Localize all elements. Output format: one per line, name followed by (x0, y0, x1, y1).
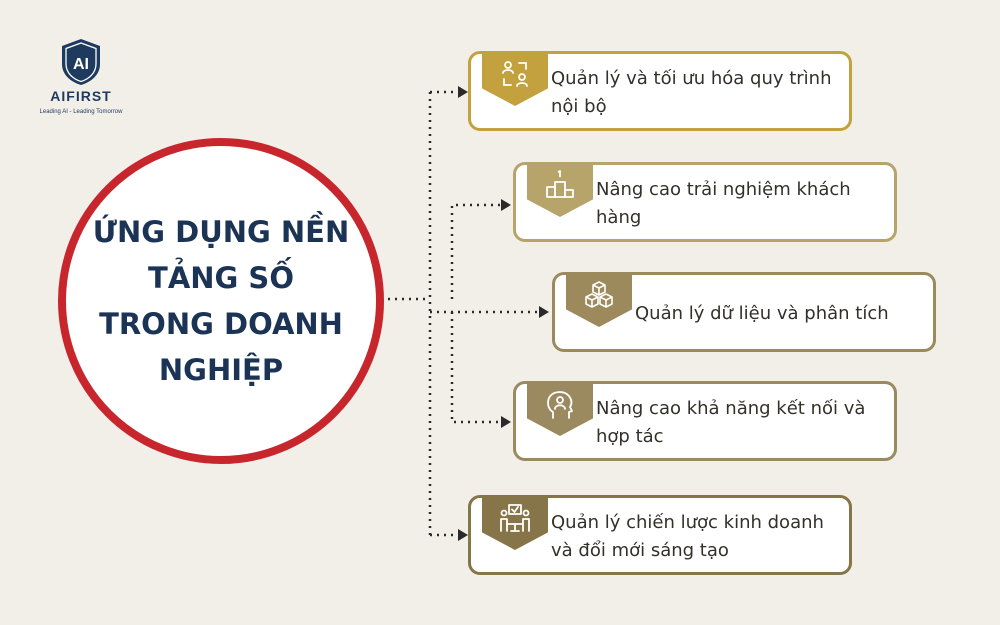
item-label-4: Nâng cao khả năng kết nối và hợp tác (596, 398, 866, 447)
process-people-icon (502, 61, 528, 87)
item-badge-2 (527, 162, 593, 217)
item-label-2: Nâng cao trải nghiệm khách hàng (596, 179, 851, 228)
podium-icon (546, 170, 574, 198)
item-card-2: Nâng cao trải nghiệm khách hàng (513, 162, 897, 242)
logo-name: AIFIRST (50, 88, 112, 104)
logo-mark: AI (73, 56, 89, 73)
item-card-3: Quản lý dữ liệu và phân tích (552, 272, 936, 352)
item-label-1: Quản lý và tối ưu hóa quy trình nội bộ (551, 68, 832, 117)
center-title: ỨNG DỤNG NỀN TẢNG SỐ TRONG DOANH NGHIỆP (92, 215, 350, 387)
item-label-5: Quản lý chiến lược kinh doanh và đổi mới… (551, 512, 824, 561)
item-badge-4 (527, 381, 593, 436)
cubes-icon (585, 281, 613, 308)
arrow-head-5 (458, 529, 468, 541)
item-label-3: Quản lý dữ liệu và phân tích (635, 303, 889, 324)
item-card-1: Quản lý và tối ưu hóa quy trình nội bộ (468, 51, 852, 131)
shield-logo-icon: AI (62, 39, 100, 85)
connector-branch-2 (450, 203, 503, 299)
connector-branch-4 (450, 312, 503, 424)
arrow-head-1 (458, 86, 468, 98)
center-circle: ỨNG DỤNG NỀN TẢNG SỐ TRONG DOANH NGHIỆP (58, 138, 384, 464)
item-card-5: Quản lý chiến lược kinh doanh và đổi mới… (468, 495, 852, 575)
head-person-icon (547, 391, 573, 419)
item-badge-5 (482, 495, 548, 550)
item-card-4: Nâng cao khả năng kết nối và hợp tác (513, 381, 897, 461)
arrow-head-2 (501, 199, 511, 211)
item-badge-1 (482, 51, 548, 106)
arrow-head-3 (539, 306, 549, 318)
logo-tagline: Leading AI - Leading Tomorrow (39, 109, 123, 115)
arrow-head-4 (501, 416, 511, 428)
strategy-meeting-icon (500, 504, 530, 532)
item-badge-3 (566, 272, 632, 327)
